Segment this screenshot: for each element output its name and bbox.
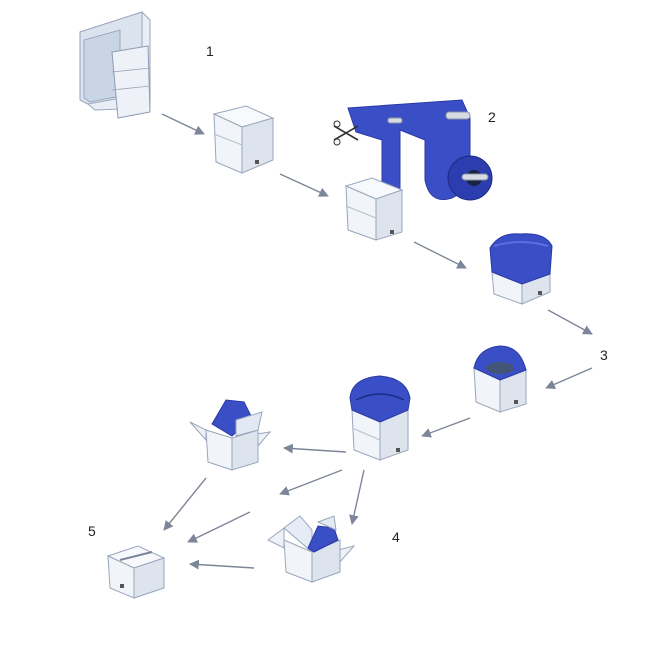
sealed-box (108, 546, 164, 598)
step-label-1: 1 (206, 43, 214, 59)
open-box-liner-step4 (268, 516, 354, 582)
arrow-11 (188, 512, 250, 542)
flat-carton-stack (80, 12, 150, 118)
step-label-2: 2 (488, 109, 496, 125)
arrow-4 (548, 310, 592, 334)
box-tied-liner (350, 376, 410, 460)
step-label-3: 3 (600, 347, 608, 363)
box-filled-liner (474, 346, 526, 412)
arrow-6 (422, 418, 470, 436)
arrow-9 (352, 470, 364, 524)
open-box-liner-left (190, 400, 270, 470)
arrow-10 (164, 478, 206, 530)
step-label-4: 4 (392, 529, 400, 545)
arrow-3 (414, 242, 466, 268)
box-with-liner (490, 234, 552, 304)
arrow-1 (162, 114, 204, 134)
arrow-8 (280, 470, 342, 494)
box-under-machine (346, 178, 402, 240)
arrow-7 (284, 448, 346, 452)
step-label-5: 5 (88, 523, 96, 539)
erected-box (214, 106, 273, 173)
arrow-2 (280, 174, 328, 196)
arrow-12 (190, 564, 254, 568)
arrow-5 (546, 368, 592, 388)
